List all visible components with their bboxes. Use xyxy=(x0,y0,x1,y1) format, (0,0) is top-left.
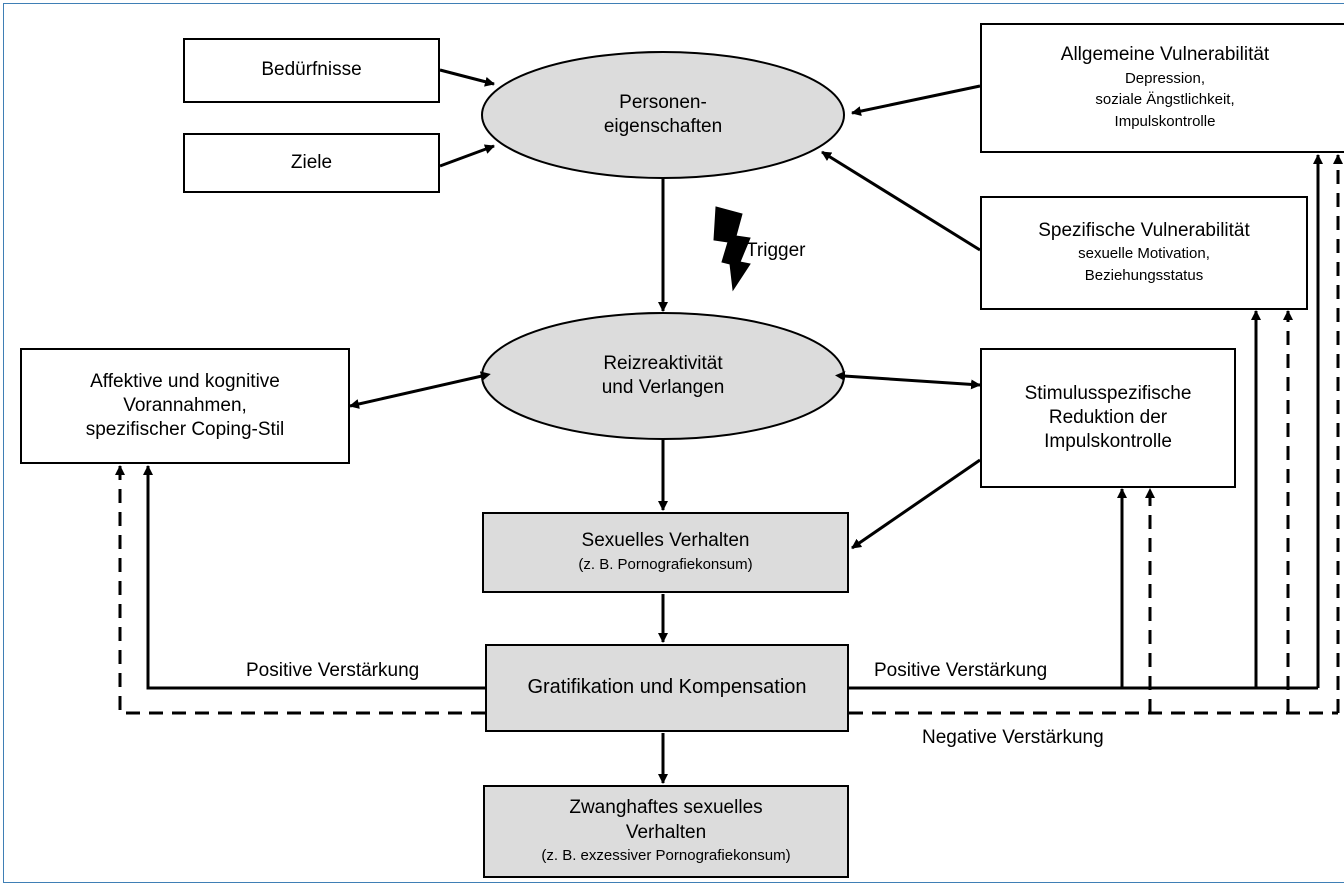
loop-positive-left xyxy=(143,465,485,690)
arrow-allgemeine xyxy=(851,84,981,117)
sexuelles-box: Sexuelles Verhalten (z. B. Pornografieko… xyxy=(482,512,849,593)
affektive-box: Affektive und kognitive Vorannahmen, spe… xyxy=(20,348,350,464)
positive-right-label: Positive Verstärkung xyxy=(874,660,1048,681)
reiz-ellipse xyxy=(481,312,845,440)
affektive-line-3: spezifischer Coping-Stil xyxy=(85,419,285,441)
arrow-reiz-stimulus xyxy=(835,371,981,390)
beduerfnisse-box: Bedürfnisse xyxy=(183,38,440,103)
gratifikation-box: Gratifikation und Kompensation xyxy=(485,644,849,732)
loop-negative-left xyxy=(115,465,485,715)
beduerfnisse-label: Bedürfnisse xyxy=(261,59,362,81)
arrow-stimulus-sexuelles xyxy=(851,458,981,550)
stimulus-box: Stimulusspezifische Reduktion der Impuls… xyxy=(980,348,1236,488)
zwanghaft-title-2: Verhalten xyxy=(625,821,707,843)
lightning-icon xyxy=(713,206,751,292)
gratifikation-label: Gratifikation und Kompensation xyxy=(527,676,807,699)
allgemeine-line-2: soziale Ängstlichkeit, xyxy=(1095,91,1235,109)
positive-left-label: Positive Verstärkung xyxy=(246,660,420,681)
arrow-beduerfnisse xyxy=(439,68,495,87)
spezifische-title: Spezifische Vulnerabilität xyxy=(1038,220,1250,242)
zwanghaft-sub: (z. B. exzessiver Pornografiekonsum) xyxy=(541,846,791,864)
spezifische-line-1: sexuelle Motivation, xyxy=(1078,245,1210,263)
allgemeine-line-3: Impulskontrolle xyxy=(1114,113,1216,131)
spezifische-box: Spezifische Vulnerabilität sexuelle Moti… xyxy=(980,196,1308,310)
figure-frame xyxy=(3,3,1344,883)
sexuelles-sub: (z. B. Pornografiekonsum) xyxy=(578,555,753,573)
spezifische-line-2: Beziehungsstatus xyxy=(1084,267,1204,285)
affektive-line-2: Vorannahmen, xyxy=(123,394,247,416)
ziele-box: Ziele xyxy=(183,133,440,193)
arrow-reiz-affektive xyxy=(349,371,491,409)
ziele-label: Ziele xyxy=(290,151,333,173)
allgemeine-line-1: Depression, xyxy=(1124,69,1206,87)
stimulus-line-2: Reduktion der xyxy=(1048,406,1168,428)
negative-label: Negative Verstärkung xyxy=(922,727,1104,748)
stimulus-line-1: Stimulusspezifische xyxy=(1024,382,1192,404)
stimulus-line-3: Impulskontrolle xyxy=(1044,431,1172,453)
zwanghaft-title-1: Zwanghaftes sexuelles xyxy=(569,797,763,819)
allgemeine-title: Allgemeine Vulnerabilität xyxy=(1060,44,1270,66)
arrow-spezifische xyxy=(821,150,981,252)
affektive-line-1: Affektive und kognitive xyxy=(90,370,280,392)
allgemeine-box: Allgemeine Vulnerabilität Depression, so… xyxy=(980,23,1344,153)
arrow-ziele xyxy=(439,144,495,168)
personen-ellipse xyxy=(481,51,845,179)
trigger-label: Trigger xyxy=(746,240,806,261)
sexuelles-title: Sexuelles Verhalten xyxy=(581,530,750,552)
zwanghaft-box: Zwanghaftes sexuelles Verhalten (z. B. e… xyxy=(483,785,849,878)
